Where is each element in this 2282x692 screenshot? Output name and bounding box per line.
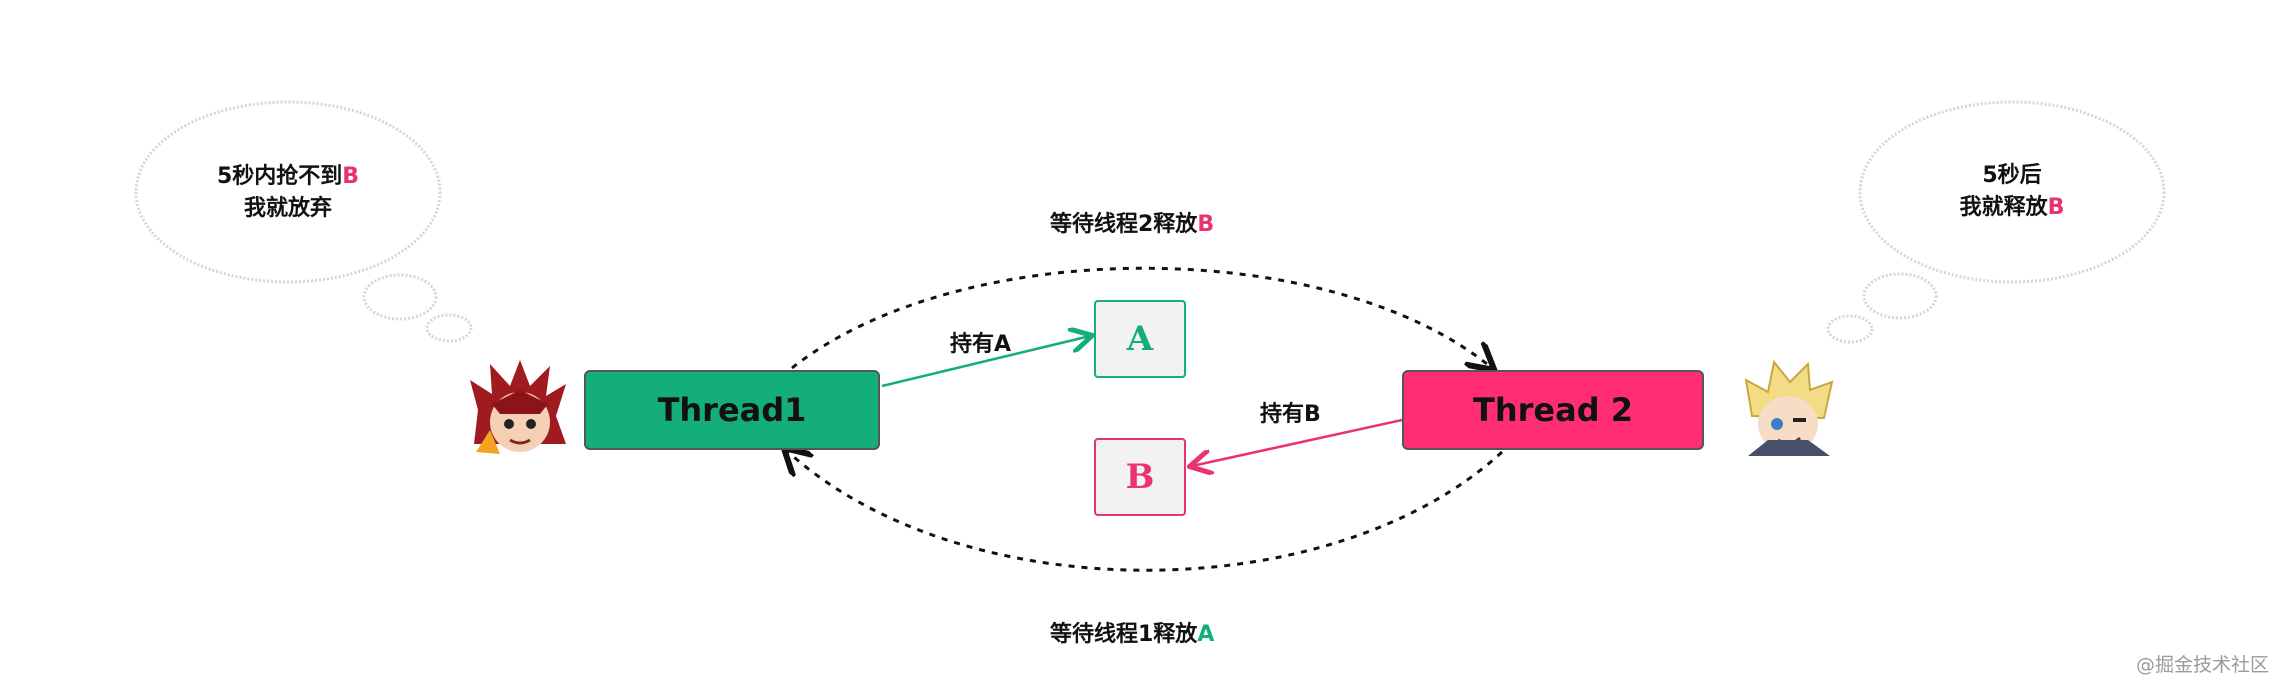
red-hair-character-icon (470, 360, 566, 454)
bottom-arc-text: 等待线程1释放 (1050, 622, 1198, 647)
right-thought-line1: 5秒后 (1982, 163, 2042, 189)
left-thought-line1: 5秒内抢不到 (216, 164, 343, 190)
right-thought-highlight: B (2047, 195, 2065, 220)
top-arc-label: 等待线程2释放B (1050, 206, 1214, 238)
left-thought-line2: 我就放弃 (243, 196, 332, 221)
bottom-arc-label: 等待线程1释放A (1050, 616, 1214, 648)
holds-b-arrow (1192, 418, 1403, 466)
right-thought-line2: 我就释放 (1959, 195, 2048, 220)
top-arc-text: 等待线程2释放 (1050, 212, 1198, 237)
right-thought-text: 5秒后 我就释放B (1892, 152, 2132, 232)
left-thought-text: 5秒内抢不到B 我就放弃 (168, 150, 408, 236)
top-arc-highlight: B (1197, 212, 1215, 237)
resource-b: B (1094, 438, 1186, 516)
holds-a-label: 持有A (950, 332, 1012, 357)
watermark: @掘金技术社区 (2136, 654, 2270, 676)
holds-b-label: 持有B (1260, 402, 1321, 427)
wait-arc-bottom (786, 450, 1504, 572)
thread1-box: Thread1 (584, 370, 880, 450)
right-thought-bubble (1826, 100, 2166, 344)
left-thought-highlight: B (342, 164, 360, 190)
bottom-arc-highlight: A (1197, 622, 1215, 647)
resource-a: A (1094, 300, 1186, 378)
left-thought-bubble (134, 100, 473, 343)
blonde-character-icon (1744, 359, 1834, 456)
holds-a-arrow (881, 336, 1090, 388)
thread2-box: Thread 2 (1402, 370, 1704, 450)
